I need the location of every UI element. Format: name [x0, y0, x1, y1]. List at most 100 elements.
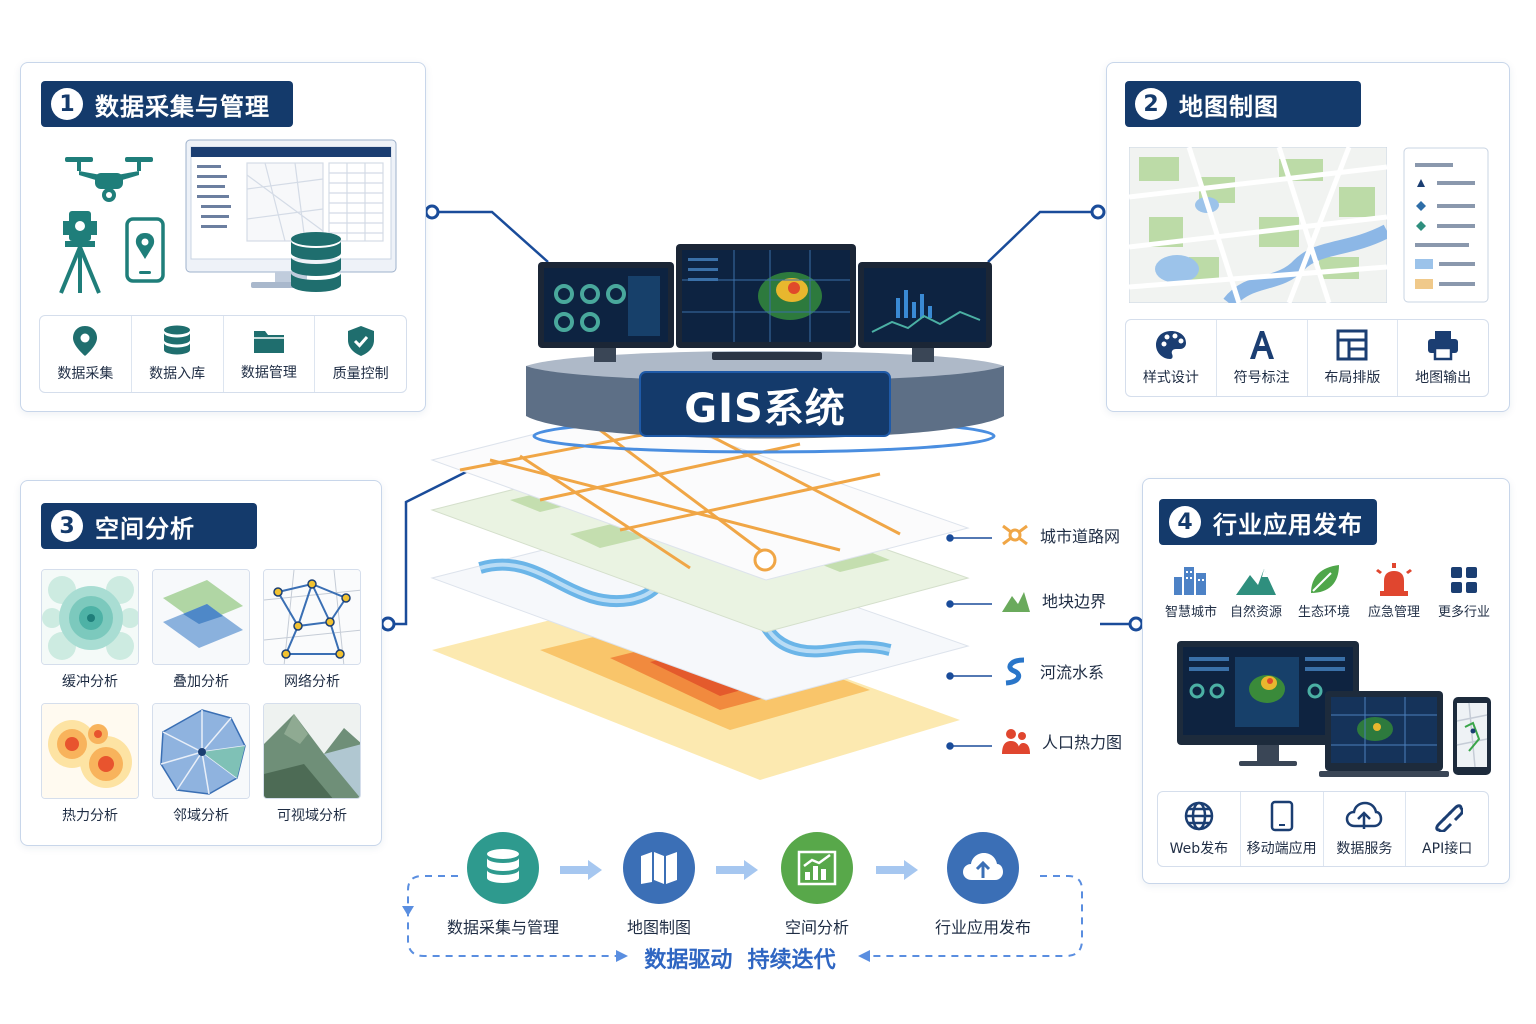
tile-buffer-analysis[interactable] [41, 569, 139, 665]
tool-style-design[interactable]: 样式设计 [1126, 320, 1217, 396]
flow-step-mapping[interactable]: 地图制图 [584, 832, 734, 938]
industry-label: 更多行业 [1437, 605, 1490, 620]
flow-step-label: 数据采集与管理 [446, 918, 559, 937]
industry-smart-city[interactable]: 智慧城市 [1158, 563, 1224, 620]
tool-label: 样式设计 [1142, 370, 1199, 386]
layer-label-population: 人口热力图 [1000, 726, 1122, 756]
publish-data-service[interactable]: 数据服务 [1324, 792, 1407, 866]
flow-step-circle [623, 832, 695, 904]
tile-label: 可视域分析 [277, 808, 347, 824]
flow-step-label: 地图制图 [626, 918, 691, 937]
layer-label-text: 河流水系 [1040, 663, 1105, 682]
tile-neighborhood-analysis[interactable] [152, 703, 250, 799]
tile-label: 热力分析 [62, 808, 118, 824]
tool-map-output[interactable]: 地图输出 [1398, 320, 1488, 396]
link-icon [1435, 804, 1464, 832]
panel3-header: 3 空间分析 [41, 503, 257, 549]
industry-emergency[interactable]: 应急管理 [1361, 563, 1427, 620]
industry-label: 应急管理 [1367, 605, 1420, 620]
workflow-cycle-label: 数据驱动 持续迭代 [644, 948, 836, 973]
cloud-upload-icon [1346, 801, 1383, 829]
tile-label: 缓冲分析 [62, 674, 118, 690]
tool-data-collection[interactable]: 数据采集 [40, 316, 132, 392]
layer-label-parcels: 地块边界 [1000, 586, 1106, 614]
panel4-number: 4 [1169, 506, 1201, 538]
map-pin-icon [73, 326, 98, 356]
publish-web[interactable]: Web发布 [1158, 792, 1241, 866]
publish-label: 移动端应用 [1246, 841, 1317, 857]
panel2-toolbar: 样式设计 符号标注 布局排版 地图输出 [1125, 319, 1489, 397]
publish-mobile[interactable]: 移动端应用 [1241, 792, 1324, 866]
tile-overlay-analysis[interactable] [152, 569, 250, 665]
shield-check-icon [347, 326, 374, 356]
panel-map-making: 2 地图制图 样式设计 符号标注 [1106, 62, 1510, 412]
publish-api[interactable]: API接口 [1406, 792, 1488, 866]
panel4-header: 4 行业应用发布 [1159, 499, 1377, 545]
tool-label: 数据入库 [149, 366, 206, 382]
chart-icon [797, 850, 837, 886]
flow-step-circle [467, 832, 539, 904]
flow-step-data[interactable]: 数据采集与管理 [428, 832, 578, 938]
industry-label: 自然资源 [1229, 605, 1282, 620]
mountain-icon [1236, 569, 1276, 595]
folder-icon [253, 331, 284, 353]
palette-icon [1155, 331, 1186, 359]
survey-tripod-icon [59, 211, 101, 294]
publish-label: Web发布 [1169, 841, 1229, 857]
flow-step-publish[interactable]: 行业应用发布 [908, 832, 1058, 938]
tile-viewshed-analysis[interactable] [263, 703, 361, 799]
panel1-title: 数据采集与管理 [95, 92, 270, 121]
layout-icon [1336, 329, 1368, 361]
industry-label: 生态环境 [1297, 605, 1350, 620]
industry-ecology[interactable]: 生态环境 [1291, 563, 1357, 620]
cloud-upload-icon [963, 853, 1003, 880]
workflow-cycle-frame [402, 860, 1083, 962]
letter-a-icon [1249, 331, 1274, 359]
tool-symbol-label[interactable]: 符号标注 [1217, 320, 1308, 396]
map-icon [641, 852, 677, 884]
flow-step-label: 行业应用发布 [934, 918, 1031, 937]
flow-step-label: 空间分析 [784, 918, 849, 937]
panel2-title: 地图制图 [1179, 92, 1279, 121]
database-stack-icon [291, 232, 341, 292]
industry-more[interactable]: 更多行业 [1431, 563, 1497, 620]
tool-quality-control[interactable]: 质量控制 [315, 316, 406, 392]
tool-layout[interactable]: 布局排版 [1308, 320, 1399, 396]
neighborhood-analysis-icon [153, 704, 249, 798]
panel4-title: 行业应用发布 [1213, 510, 1363, 539]
tool-label: 符号标注 [1233, 370, 1290, 386]
tool-label: 数据管理 [240, 365, 297, 381]
gis-console [526, 244, 1004, 454]
smart-city-icon [1174, 567, 1206, 595]
globe-icon [1184, 801, 1214, 831]
mobile-icon [1270, 800, 1293, 832]
tile-heat-analysis[interactable] [41, 703, 139, 799]
panel-industry-publish: 4 行业应用发布 智慧城市 自然资源 生态环境 应急管理 更多行业 [1142, 478, 1510, 884]
publish-label: 数据服务 [1336, 841, 1393, 857]
tool-data-management[interactable]: 数据管理 [224, 316, 316, 392]
flow-step-analysis[interactable]: 空间分析 [742, 832, 892, 938]
panel2-header: 2 地图制图 [1125, 81, 1361, 127]
tool-label: 布局排版 [1324, 370, 1381, 386]
tile-network-analysis[interactable] [263, 569, 361, 665]
layer-label-text: 城市道路网 [1040, 527, 1121, 546]
map-layer-stack [430, 409, 970, 780]
panel-spatial-analysis: 3 空间分析 缓冲分析 叠加分析 网络分析 [20, 480, 382, 846]
viewshed-analysis-icon [264, 704, 360, 798]
panel3-number: 3 [51, 510, 83, 542]
tool-data-import[interactable]: 数据入库 [132, 316, 224, 392]
panel1-number: 1 [51, 88, 83, 120]
parcel-boundary-icon [1002, 592, 1030, 612]
industry-label: 智慧城市 [1164, 605, 1217, 620]
panel3-title: 空间分析 [95, 514, 195, 543]
devices-preview [1177, 641, 1491, 777]
data-monitor-icon [185, 139, 397, 288]
publish-label: API接口 [1422, 841, 1473, 857]
road-network-icon [1002, 524, 1028, 546]
tile-label: 叠加分析 [173, 674, 229, 690]
industry-natural-resources[interactable]: 自然资源 [1223, 563, 1289, 620]
gis-system-title: GIS系统 [684, 386, 846, 432]
panel4-publish-toolbar: Web发布 移动端应用 数据服务 API接口 [1157, 791, 1489, 867]
layer-label-text: 人口热力图 [1042, 733, 1123, 752]
